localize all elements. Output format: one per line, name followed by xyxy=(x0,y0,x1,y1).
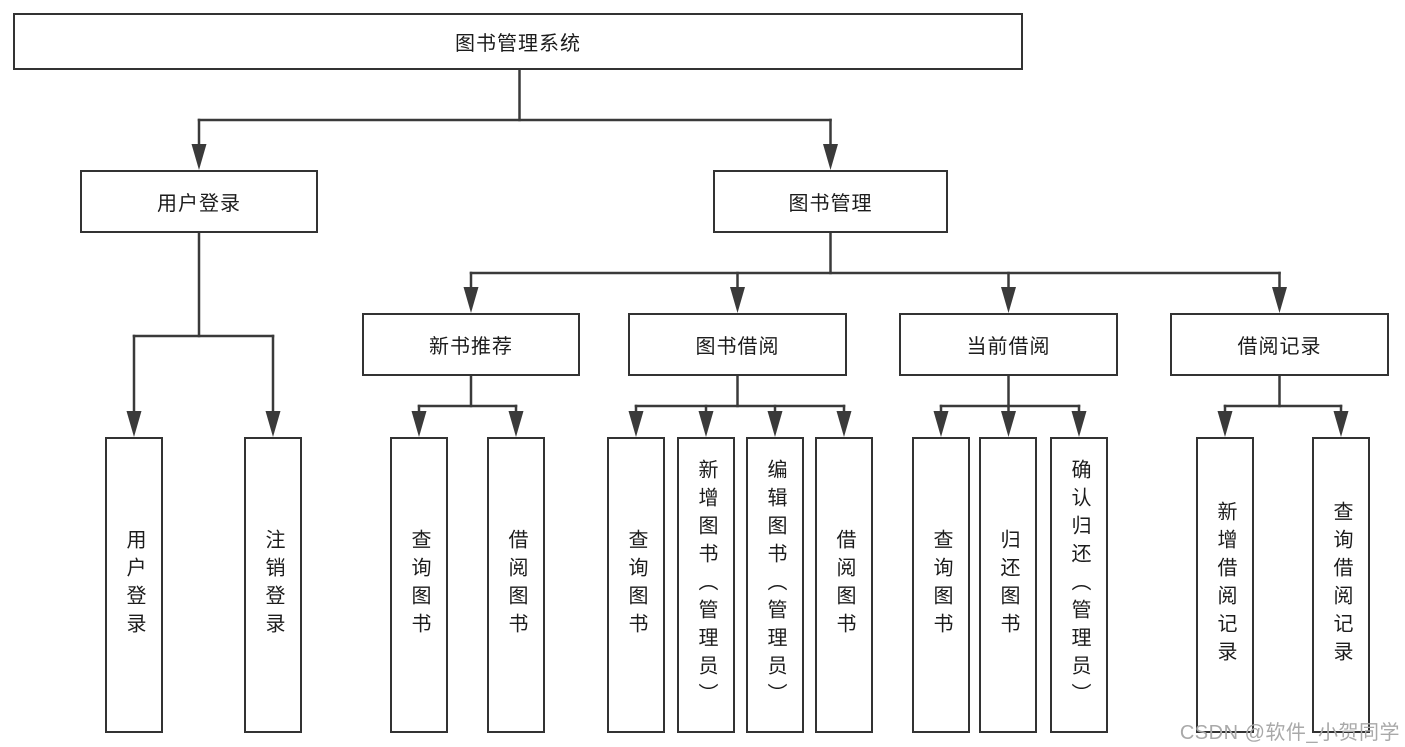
leaf-borrow-borrow-label: 借阅图书 xyxy=(833,529,855,641)
arrowhead xyxy=(1333,411,1349,437)
leaf-current-confirm-admin: 确认归还（管理员） xyxy=(1050,437,1108,733)
leaf-record-add: 新增借阅记录 xyxy=(1196,437,1254,733)
node-new-book-recommend: 新书推荐 xyxy=(362,313,580,376)
node-book-management-label: 图书管理 xyxy=(788,193,873,215)
leaf-newbook-query-label: 查询图书 xyxy=(408,529,430,641)
node-book-borrow-label: 图书借阅 xyxy=(695,336,780,358)
leaf-user-login-label: 用户登录 xyxy=(123,529,145,641)
leaf-borrow-edit-admin: 编辑图书（管理员） xyxy=(746,437,804,733)
node-book-management: 图书管理 xyxy=(713,170,948,233)
node-user-login-label: 用户登录 xyxy=(157,193,241,215)
arrowhead xyxy=(191,144,207,170)
csdn-watermark: CSDN @软件_小贺同学 xyxy=(1179,722,1400,744)
node-user-login: 用户登录 xyxy=(80,170,318,233)
leaf-current-query-label: 查询图书 xyxy=(930,529,952,641)
arrowhead xyxy=(628,411,644,437)
leaf-current-return: 归还图书 xyxy=(979,437,1037,733)
arrowhead xyxy=(698,411,714,437)
arrowhead xyxy=(1071,411,1087,437)
leaf-logout-label: 注销登录 xyxy=(262,529,284,641)
leaf-user-login: 用户登录 xyxy=(105,437,163,733)
leaf-borrow-add-admin: 新增图书（管理员） xyxy=(677,437,735,733)
leaf-newbook-borrow-label: 借阅图书 xyxy=(505,529,527,641)
node-borrow-records-label: 借阅记录 xyxy=(1237,336,1322,358)
node-root-label: 图书管理系统 xyxy=(455,33,581,55)
arrowhead xyxy=(1001,411,1016,437)
node-current-borrow-label: 当前借阅 xyxy=(966,336,1051,358)
arrowhead xyxy=(265,411,281,437)
leaf-current-return-label: 归还图书 xyxy=(997,529,1019,641)
node-new-book-recommend-label: 新书推荐 xyxy=(429,336,513,358)
leaf-current-query: 查询图书 xyxy=(912,437,970,733)
leaf-record-query: 查询借阅记录 xyxy=(1312,437,1370,733)
node-current-borrow: 当前借阅 xyxy=(899,313,1118,376)
leaf-borrow-query: 查询图书 xyxy=(607,437,665,733)
leaf-newbook-query: 查询图书 xyxy=(390,437,448,733)
leaf-borrow-borrow: 借阅图书 xyxy=(815,437,873,733)
arrowhead xyxy=(411,411,427,437)
leaf-record-query-label: 查询借阅记录 xyxy=(1330,501,1352,669)
arrowhead xyxy=(1272,287,1287,313)
arrowhead xyxy=(730,287,745,313)
leaf-current-confirm-admin-label: 确认归还（管理员） xyxy=(1068,459,1090,711)
arrowhead xyxy=(126,411,142,437)
node-borrow-records: 借阅记录 xyxy=(1170,313,1389,376)
leaf-logout: 注销登录 xyxy=(244,437,302,733)
arrowhead xyxy=(508,411,524,437)
node-book-borrow: 图书借阅 xyxy=(628,313,847,376)
arrowhead xyxy=(933,411,949,437)
leaf-borrow-query-label: 查询图书 xyxy=(625,529,647,641)
arrowhead xyxy=(1001,287,1016,313)
arrowhead xyxy=(463,287,479,313)
node-root: 图书管理系统 xyxy=(13,13,1023,70)
leaf-newbook-borrow: 借阅图书 xyxy=(487,437,545,733)
arrowhead xyxy=(1217,411,1233,437)
arrowhead xyxy=(767,411,783,437)
leaf-borrow-add-admin-label: 新增图书（管理员） xyxy=(695,459,717,711)
leaf-record-add-label: 新增借阅记录 xyxy=(1214,501,1236,669)
arrowhead xyxy=(836,411,852,437)
arrowhead xyxy=(823,144,838,170)
leaf-borrow-edit-admin-label: 编辑图书（管理员） xyxy=(764,459,786,711)
